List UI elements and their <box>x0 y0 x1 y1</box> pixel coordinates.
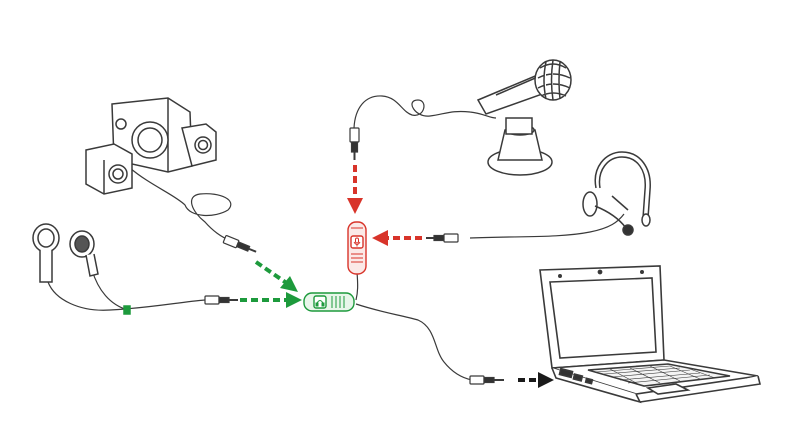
arrow-desk-mic-to-adapter <box>347 165 363 214</box>
earphones-icon <box>32 223 131 315</box>
earphone-plug <box>204 295 238 305</box>
speaker-cable <box>129 167 232 241</box>
headset-plug <box>426 233 459 243</box>
earphone-cable <box>47 281 206 311</box>
desk-microphone-icon <box>476 59 572 176</box>
arrow-earphones-to-adapter <box>240 292 302 308</box>
headphone-symbol-icon <box>315 300 325 307</box>
speaker-system-icon <box>85 97 217 195</box>
audio-out-adapter <box>303 292 355 312</box>
earphone-cable-right <box>91 269 129 311</box>
splitter-cable <box>355 303 473 381</box>
laptop-plug <box>469 375 504 385</box>
arrow-speakers-to-adapter <box>254 260 298 292</box>
desk-mic-plug <box>349 127 360 160</box>
arrow-headset-to-adapter <box>372 230 422 246</box>
splitter-cable-upper <box>355 271 359 301</box>
speaker-plug <box>222 234 257 253</box>
mic-in-adapter <box>347 221 367 275</box>
desk-mic-cable <box>353 95 497 129</box>
headset-microphone-icon <box>582 151 651 236</box>
laptop-icon <box>539 265 761 404</box>
arrow-splitter-to-laptop <box>518 372 554 388</box>
microphone-symbol-icon <box>353 237 361 247</box>
headset-mic-cable <box>469 213 625 239</box>
